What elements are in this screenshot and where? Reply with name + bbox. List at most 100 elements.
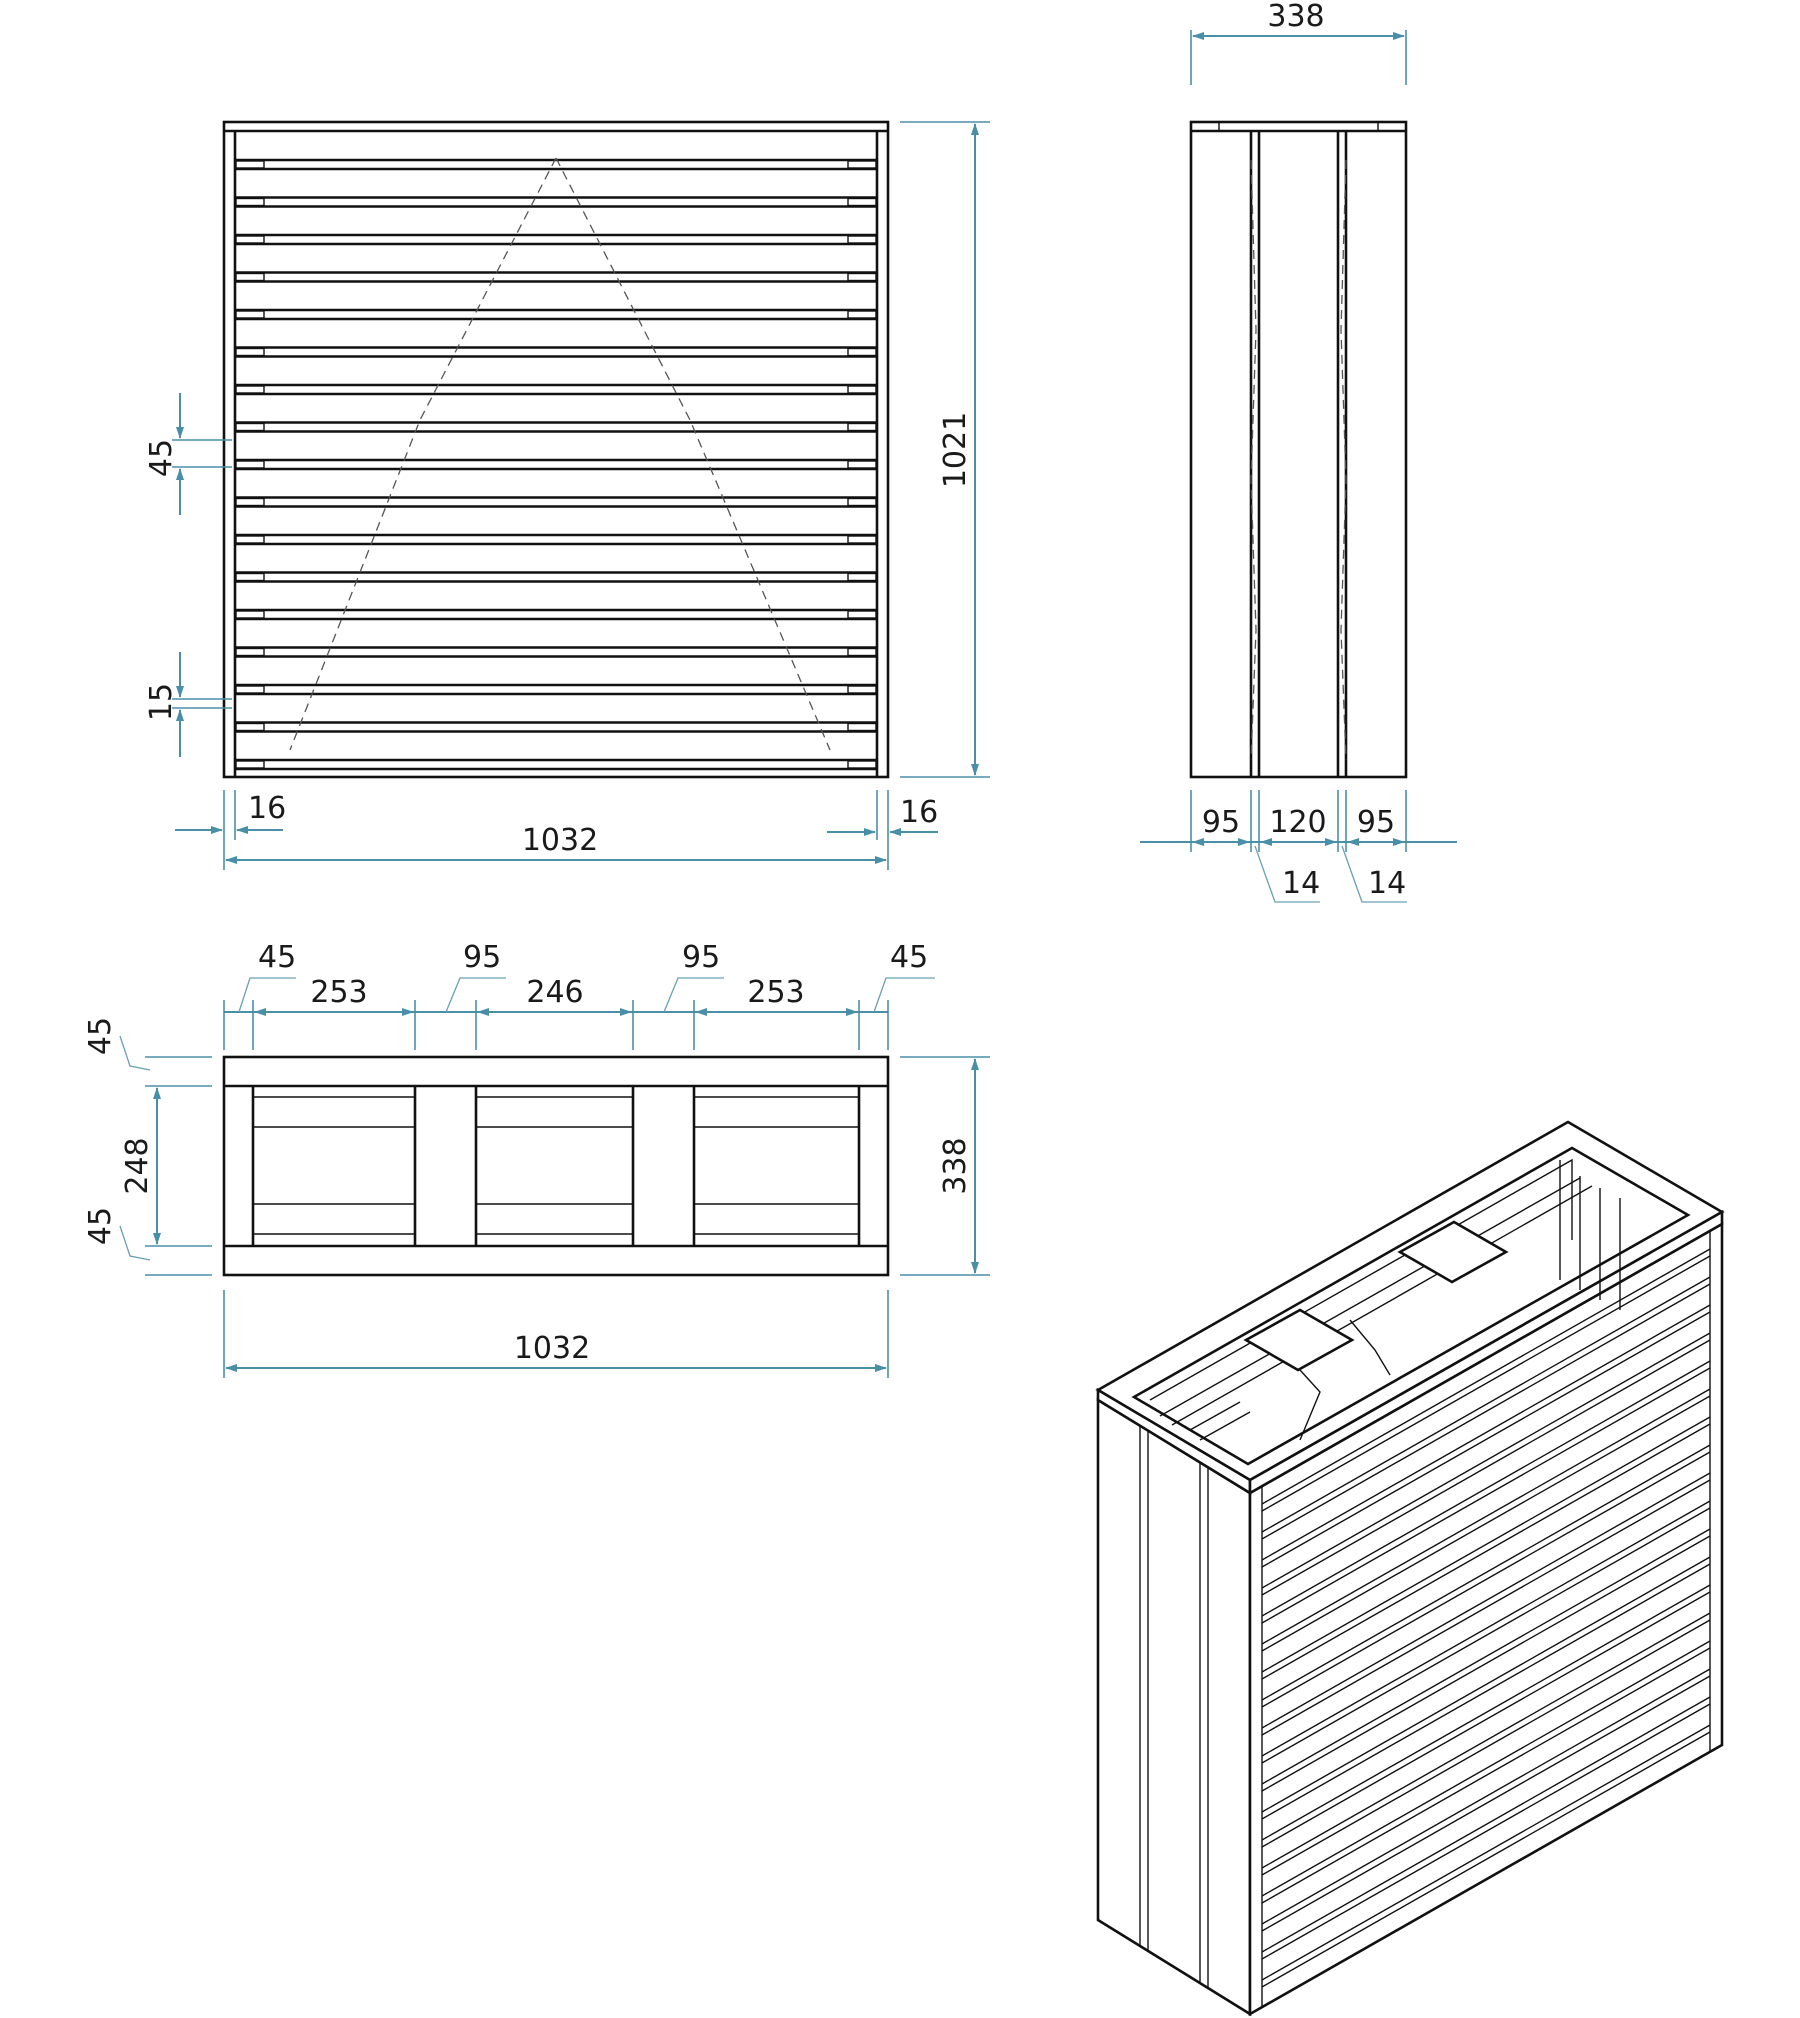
front-slat-cleat <box>847 385 877 394</box>
top-bay-left-label: 253 <box>310 975 367 1010</box>
front-slat-cleat <box>847 197 877 207</box>
top-divider-left-label: 95 <box>463 940 501 975</box>
iso-slat-edge <box>1261 1507 1711 1764</box>
iso-slat-edge <box>1261 1395 1711 1652</box>
front-slat-cleat <box>847 535 877 544</box>
front-post-right-label: 16 <box>900 795 938 830</box>
front-view: 1021 1032 16 16 45 15 <box>144 120 990 870</box>
front-slat-cleat <box>847 572 877 582</box>
iso-slat-edge <box>1261 1339 1711 1596</box>
top-depth-label: 338 <box>938 1137 973 1194</box>
side-middle-board-label: 120 <box>1269 805 1326 840</box>
front-slat-cleat <box>235 422 265 432</box>
front-slat-cleat <box>847 760 877 769</box>
front-slat-cleat <box>235 685 265 694</box>
iso-slat-edge <box>1261 1451 1711 1708</box>
iso-slat-edge <box>1261 1640 1711 1897</box>
iso-slats <box>1261 1248 1711 1988</box>
iso-slat-edge <box>1261 1276 1711 1533</box>
top-inner-rails <box>253 1096 859 1235</box>
iso-slat-edge <box>1261 1255 1711 1512</box>
front-gap-label: 15 <box>144 683 179 721</box>
front-height-label: 1021 <box>938 412 973 488</box>
iso-slat-edge <box>1261 1619 1711 1876</box>
side-outline <box>1189 120 1408 779</box>
side-gap-right-label: 14 <box>1368 866 1406 901</box>
iso-slat-edge <box>1261 1311 1711 1568</box>
front-slats <box>235 158 877 771</box>
front-slat-cleat <box>847 722 877 732</box>
iso-slat-edge <box>1261 1500 1711 1757</box>
iso-divider-right <box>1397 1220 1509 1284</box>
iso-slat-edge <box>1261 1584 1711 1841</box>
iso-slat-edge <box>1261 1388 1711 1645</box>
iso-slat-edge <box>1261 1703 1711 1960</box>
iso-side-face <box>1096 1397 1252 2017</box>
front-outline <box>222 120 890 779</box>
front-post-left-label: 16 <box>248 791 286 826</box>
top-inner-depth-label: 248 <box>120 1137 155 1194</box>
isometric-view <box>1095 1120 1725 2017</box>
iso-slat-edge <box>1261 1416 1711 1673</box>
front-slat-cleat <box>847 347 877 357</box>
front-slat-cleat <box>847 610 877 619</box>
iso-slat-edge <box>1261 1535 1711 1792</box>
iso-slat-edge <box>1261 1696 1711 1953</box>
iso-slat-edge <box>1261 1423 1711 1680</box>
iso-slat-edge <box>1261 1724 1711 1981</box>
front-slat-label: 45 <box>144 439 179 477</box>
front-slat-cleat <box>235 610 265 619</box>
front-slat-cleat <box>847 235 877 244</box>
iso-slat-edge <box>1261 1367 1711 1624</box>
top-divider-right-label: 95 <box>682 940 720 975</box>
iso-slat-edge <box>1261 1332 1711 1589</box>
top-rail-bottom-label: 45 <box>83 1207 118 1245</box>
front-slat-cleat <box>235 535 265 544</box>
front-slat-cleat <box>847 460 877 469</box>
iso-slat-edge <box>1261 1563 1711 1820</box>
iso-divider-left <box>1243 1308 1355 1372</box>
top-bay-right-label: 253 <box>747 975 804 1010</box>
front-slat-cleat <box>235 460 265 469</box>
front-slat-cleat <box>847 685 877 694</box>
front-slat-cleat <box>847 272 877 282</box>
front-slat-cleat <box>235 497 265 507</box>
top-outline <box>222 1055 890 1277</box>
side-depth-label: 338 <box>1267 0 1324 34</box>
front-slat-cleat <box>235 385 265 394</box>
iso-slat-edge <box>1261 1304 1711 1561</box>
top-end-right-label: 45 <box>890 940 928 975</box>
top-rail-top-label: 45 <box>83 1017 118 1055</box>
front-slat-cleat <box>847 422 877 432</box>
iso-top-opening <box>1131 1146 1691 1466</box>
top-length-label: 1032 <box>514 1331 590 1366</box>
iso-slat-edge <box>1261 1444 1711 1701</box>
iso-slat-edge <box>1261 1675 1711 1932</box>
iso-slat-edge <box>1261 1479 1711 1736</box>
front-slat-cleat <box>235 722 265 732</box>
iso-slat-edge <box>1261 1591 1711 1848</box>
front-width-label: 1032 <box>522 823 598 858</box>
iso-slat-edge <box>1261 1731 1711 1988</box>
front-slat-cleat <box>235 572 265 582</box>
iso-interior <box>1149 1158 1621 1441</box>
front-slat-cleat <box>847 310 877 319</box>
top-view: 253 246 253 45 95 95 45 248 45 45 338 10… <box>83 940 990 1378</box>
iso-slat-edge <box>1261 1248 1711 1505</box>
front-slat-cleat <box>847 647 877 657</box>
front-slat-cleat <box>235 760 265 769</box>
iso-slat-edge <box>1261 1360 1711 1617</box>
top-end-left-label: 45 <box>258 940 296 975</box>
front-slat-cleat <box>235 272 265 282</box>
front-slat-cleat <box>235 197 265 207</box>
side-right-board-label: 95 <box>1357 805 1395 840</box>
iso-slat-edge <box>1261 1528 1711 1785</box>
front-hidden-lines <box>289 157 831 751</box>
iso-slat-edge <box>1261 1668 1711 1925</box>
front-slat-cleat <box>235 310 265 319</box>
iso-slat-edge <box>1261 1472 1711 1729</box>
side-hidden-lines <box>1250 159 1347 761</box>
side-view: 338 95 120 95 14 14 <box>1140 0 1457 903</box>
side-gap-left-label: 14 <box>1282 866 1320 901</box>
